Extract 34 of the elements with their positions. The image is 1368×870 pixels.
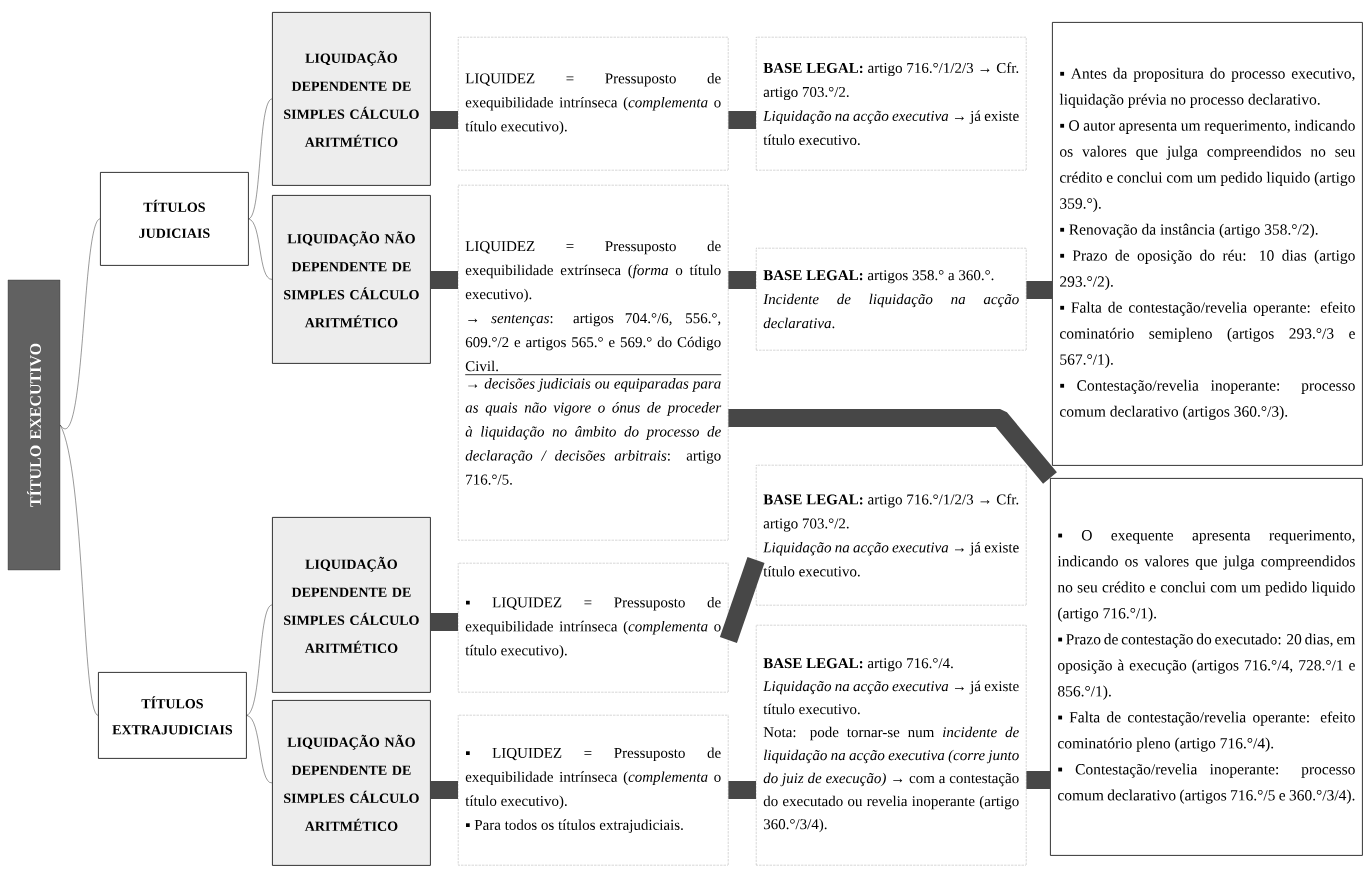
dotted-box: BASE LEGAL: artigo 716.°/4. Liquidação na acção executiva → já existe título executivo. Nota: pode tornar-se num incidente de liquidação na acção executiva (corre junto do juiz de execução) → com a contestação do executado ou revelia inoperante (artigo 360.°/3/4). (756, 625, 1027, 866)
brace-line (248, 98, 273, 220)
connector-bar (430, 613, 458, 631)
shaded-box: LIQUIDAÇÃO DEPENDENTE DE SIMPLES CÁLCULO ARITMÉTICO (272, 517, 431, 693)
dotted-box: BASE LEGAL: artigo 716.°/1/2/3 → Cfr. artigo 703.°/2. Liquidação na acção executiva → já existe título executivo. (756, 37, 1027, 171)
connector-bar (430, 111, 458, 129)
title-bar: TÍTULO EXECUTIVO (7, 279, 61, 571)
shaded-box: LIQUIDAÇÃO DEPENDENTE DE SIMPLES CÁLCULO ARITMÉTICO (272, 12, 431, 186)
connector-bar (1026, 281, 1052, 299)
note-box: ▪ Antes da propositura do processo executivo, liquidação prévia no processo declarativo. ▪ O autor apresenta um requerimento, indicando os valores que julga compreendidos no seu crédito e conclui com um pedido liquido (artigo 359.°). ▪ Renovação da instância (artigo 358.°/2). ▪ Prazo de oposição do réu: 10 dias (artigo 293.°/2). ▪ Falta de contestação/revelia operante: efeito cominatório semipleno (artigos 293.°/3 e 567.°/1). ▪ Contestação/revelia inoperante: processo comum declarativo (artigos 360.°/3). (1052, 22, 1363, 466)
dotted-box: LIQUIDEZ = Pressuposto de exequibilidade extrínseca (forma o título executivo). → sentenças: artigos 704.°/6, 556.°, 609.°/2 e artigos 565.° e 569.° do Código Civil. → decisões judiciais ou equiparadas para as quais não vigore o ónus de proceder à liquidação no âmbito do processo de declaração / decisões arbitrais: artigo 716.°/5. (458, 185, 729, 541)
connector-bar (1026, 771, 1050, 789)
connector-bar (719, 557, 765, 643)
connector-bar (728, 111, 756, 129)
dotted-box: ▪ LIQUIDEZ = Pressuposto de exequibilidade intrínseca (complementa o título executivo). ▪ Para todos os títulos extrajudiciais. (458, 715, 729, 866)
connector-bar (430, 271, 458, 289)
shaded-box: LIQUIDAÇÃO NÃO DEPENDENTE DE SIMPLES CÁLCULO ARITMÉTICO (272, 700, 431, 866)
category-box: TÍTULOS EXTRAJUDICIAIS (98, 672, 247, 759)
connector-bar (430, 781, 458, 799)
shaded-box: LIQUIDAÇÃO NÃO DEPENDENTE DE SIMPLES CÁLCULO ARITMÉTICO (272, 195, 431, 364)
connector-bar (728, 781, 756, 799)
brace-line (248, 218, 273, 280)
dotted-box: ▪ LIQUIDEZ = Pressuposto de exequibilidade intrínseca (complementa o título executivo). (458, 563, 729, 693)
brace-line (60, 424, 99, 716)
brace-line (246, 715, 273, 784)
category-box: TÍTULOS JUDICIAIS (100, 172, 249, 266)
note-box: ▪ O exequente apresenta requerimento, indicando os valores que julga compreendidos no seu crédito e conclui com um pedido liquido (artigo 716.°/1). ▪ Prazo de contestação do executado: 20 dias, em oposição à execução (artigos 716.°/4, 728.°/1 e 856.°/1). ▪ Falta de contestação/revelia operante: efeito cominatório pleno (artigo 716.°/4). ▪ Contestação/revelia inoperante: processo comum declarativo (artigos 716.°/5 e 360.°/3/4). (1050, 478, 1363, 856)
connector-bar (728, 271, 756, 289)
dotted-box: BASE LEGAL: artigos 358.° a 360.°. Incidente de liquidação na acção declarativa. (756, 248, 1027, 351)
dotted-box: LIQUIDEZ = Pressuposto de exequibilidade intrínseca (complementa o título executivo). (458, 37, 729, 171)
brace-line (60, 218, 101, 429)
dotted-box: BASE LEGAL: artigo 716.°/1/2/3 → Cfr. artigo 703.°/2. Liquidação na acção executiva → já existe título executivo. (756, 465, 1027, 606)
brace-line (246, 604, 273, 716)
connector-bar (728, 409, 1057, 484)
